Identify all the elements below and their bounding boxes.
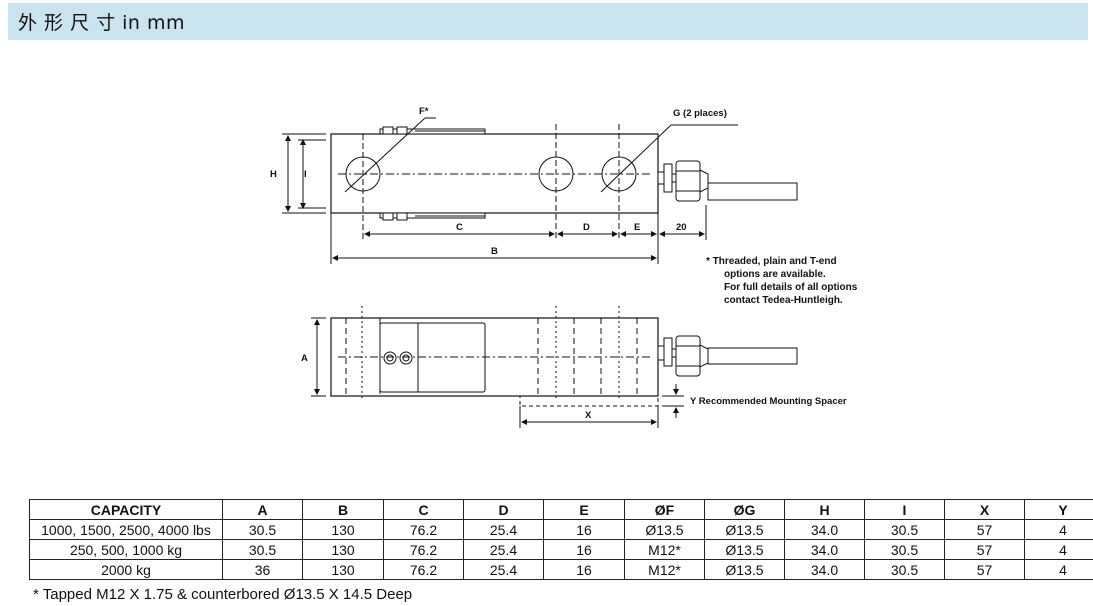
side-view-labels: A X Y Recommended Mounting Spacer [301,353,847,421]
column-header: E [543,499,625,520]
table-cell: 30.5 [864,539,945,560]
table-cell: 57 [944,539,1025,560]
table-cell: 36 [222,559,303,580]
column-header: I [864,499,945,520]
table-cell: 34.0 [784,519,865,540]
table-cell: 34.0 [784,559,865,580]
table-cell: 57 [944,519,1025,540]
table-cell: 4 [1024,559,1093,580]
table-cell: 16 [543,539,625,560]
section-header: 外 形 尺 寸 in mm [8,3,1088,40]
column-header: C [383,499,464,520]
table-cell: 30.5 [864,519,945,540]
table-cell: 25.4 [463,559,544,580]
note-line-1: * Threaded, plain and T-end [706,256,837,267]
note-line-2: options are available. [724,269,826,280]
label-i: I [304,169,307,180]
table-cell: 250, 500, 1000 kg [29,539,223,560]
label-x: X [585,410,592,421]
label-d: D [583,222,590,233]
table-cell: 34.0 [784,539,865,560]
table-cell: 16 [543,559,625,580]
table-cell: 1000, 1500, 2500, 4000 lbs [29,519,223,540]
column-header: Y [1024,499,1093,520]
table-cell: 30.5 [864,559,945,580]
table-cell: Ø13.5 [704,519,785,540]
table-cell: 76.2 [383,539,464,560]
table-cell: 130 [302,559,384,580]
column-header: ØF [624,499,705,520]
note-line-3: For full details of all options [724,282,858,293]
table-cell: 30.5 [222,539,303,560]
note-line-4: contact Tedea-Huntleigh. [724,295,843,306]
table-cell: 76.2 [383,559,464,580]
table-cell: 4 [1024,519,1093,540]
table-cell: 2000 kg [29,559,223,580]
table-cell: 4 [1024,539,1093,560]
column-header: H [784,499,865,520]
label-f: F* [419,106,429,117]
label-g: G (2 places) [673,108,727,119]
table-cell: Ø13.5 [704,539,785,560]
column-header: A [222,499,303,520]
table-cell: 130 [302,519,384,540]
table-cell: M12* [624,539,705,560]
label-y: Y Recommended Mounting Spacer [690,396,847,407]
column-header: CAPACITY [29,499,223,520]
table-cell: M12* [624,559,705,580]
label-a: A [301,353,308,364]
table-cell: 57 [944,559,1025,580]
table-cell: 25.4 [463,519,544,540]
technical-drawing: F* G (2 places) H I C D E 20 B * Threade… [270,106,858,428]
table-cell: Ø13.5 [624,519,705,540]
table-cell: 25.4 [463,539,544,560]
options-note: * Threaded, plain and T-end options are … [706,256,858,306]
table-cell: 30.5 [222,519,303,540]
footnote: * Tapped M12 X 1.75 & counterbored Ø13.5… [33,586,413,603]
table-cell: 76.2 [383,519,464,540]
label-20: 20 [676,222,687,233]
table-cell: 16 [543,519,625,540]
table-cell: Ø13.5 [704,559,785,580]
label-b: B [491,246,498,257]
table-cell: 130 [302,539,384,560]
column-header: B [302,499,384,520]
top-view [282,117,798,264]
top-view-labels: F* G (2 places) H I C D E 20 B [270,106,727,257]
label-h: H [270,169,277,180]
section-title: 外 形 尺 寸 in mm [18,12,186,34]
label-e: E [634,222,640,233]
label-c: C [456,222,463,233]
column-header: ØG [704,499,785,520]
column-header: X [944,499,1025,520]
column-header: D [463,499,544,520]
side-view [311,306,798,428]
